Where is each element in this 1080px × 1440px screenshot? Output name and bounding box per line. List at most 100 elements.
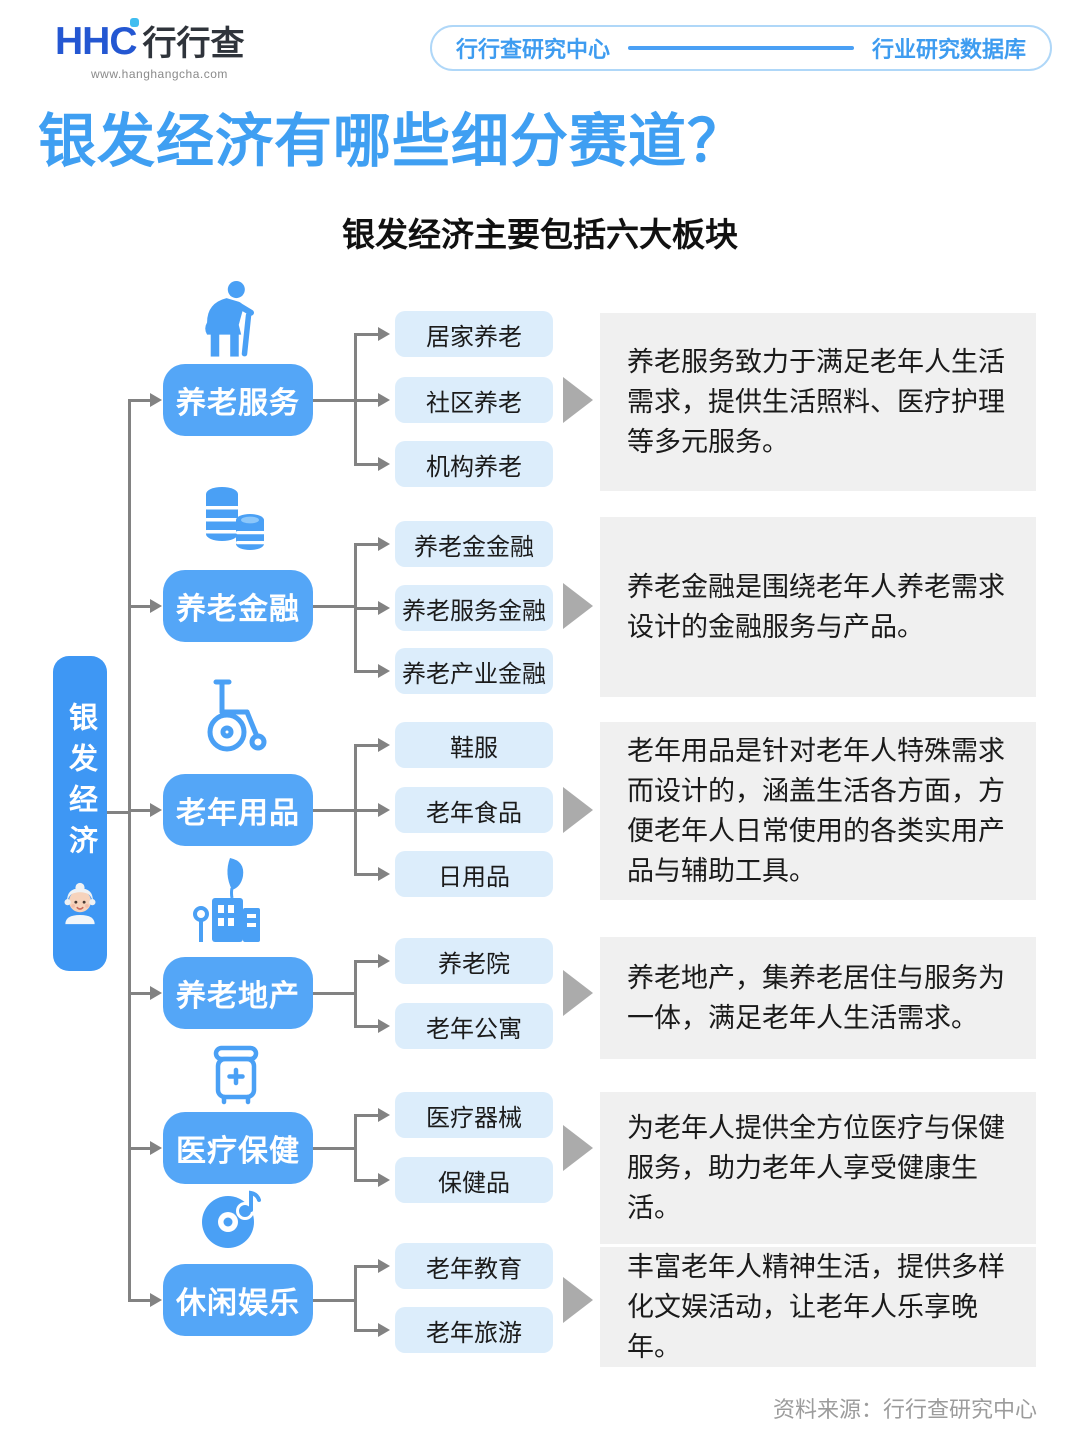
- flow-arrow-icon: [563, 1277, 593, 1323]
- flow-arrow-icon: [563, 1125, 593, 1171]
- arrow-head-icon: [378, 1259, 390, 1273]
- connector-line: [354, 1179, 380, 1182]
- arrow-head-icon: [378, 738, 390, 752]
- branch-description: 养老金融是围绕老年人养老需求设计的金融服务与产品。: [600, 517, 1036, 697]
- flow-arrow-icon: [563, 583, 593, 629]
- connector-line: [128, 1147, 152, 1150]
- flow-arrow-icon: [563, 970, 593, 1016]
- branch-description: 丰富老年人精神生活，提供多样化文娱活动，让老年人乐享晚年。: [600, 1247, 1036, 1367]
- connector-line: [313, 992, 355, 995]
- branch-item: 养老金金融: [395, 521, 553, 567]
- arrow-head-icon: [378, 457, 390, 471]
- branch-description: 养老地产，集养老居住与服务为一体，满足老年人生活需求。: [600, 937, 1036, 1059]
- branch-node-4: 养老地产: [163, 957, 313, 1029]
- connector-line: [313, 399, 355, 402]
- branch-description: 老年用品是针对老年人特殊需求而设计的，涵盖生活各方面，方便老年人日常使用的各类实…: [600, 722, 1036, 900]
- arrow-head-icon: [150, 803, 162, 817]
- branch-item: 医疗器械: [395, 1092, 553, 1138]
- flow-arrow-icon: [563, 787, 593, 833]
- connector-line: [313, 605, 355, 608]
- badge-right-label: 行业研究数据库: [871, 37, 1026, 62]
- badge-divider: [628, 46, 854, 50]
- coins-icon: [205, 487, 265, 550]
- arrow-head-icon: [378, 1019, 390, 1033]
- connector-line: [354, 333, 380, 336]
- arrow-head-icon: [150, 986, 162, 1000]
- arrow-head-icon: [378, 664, 390, 678]
- connector-line: [128, 399, 152, 402]
- connector-line: [354, 1266, 357, 1330]
- arrow-head-icon: [150, 1141, 162, 1155]
- connector-line: [313, 1147, 355, 1150]
- medkit-icon: [213, 1045, 259, 1105]
- source-note: 资料来源：行行查研究中心: [772, 1397, 1037, 1422]
- connector-line: [128, 605, 152, 608]
- page-title: 银发经济有哪些细分赛道？: [38, 109, 747, 174]
- branch-item: 养老院: [395, 938, 553, 984]
- branch-item: 老年公寓: [395, 1003, 553, 1049]
- arrow-head-icon: [378, 803, 390, 817]
- branch-item: 机构养老: [395, 441, 553, 487]
- hhc-logo-text: HHC: [55, 18, 139, 63]
- branch-item: 居家养老: [395, 311, 553, 357]
- branch-item: 养老服务金融: [395, 585, 553, 631]
- arrow-head-icon: [378, 954, 390, 968]
- logo-dot-icon: [129, 18, 139, 27]
- connector-line: [107, 811, 128, 814]
- branch-node-1: 养老服务: [163, 364, 313, 436]
- branch-node-2: 养老金融: [163, 570, 313, 642]
- research-badge: 行行查研究中心 行业研究数据库: [430, 25, 1052, 71]
- root-label: 银发经济: [64, 701, 97, 866]
- elderly-person-icon: [205, 281, 254, 357]
- grandma-avatar-icon: [64, 882, 96, 924]
- branch-item: 社区养老: [395, 377, 553, 423]
- arrow-head-icon: [150, 393, 162, 407]
- connector-line: [354, 543, 380, 546]
- connector-line: [313, 809, 355, 812]
- arrow-head-icon: [378, 1173, 390, 1187]
- connector-line: [354, 1329, 380, 1332]
- connector-line: [354, 463, 380, 466]
- arrow-head-icon: [378, 1108, 390, 1122]
- flow-arrow-icon: [563, 377, 593, 423]
- connector-line: [354, 1265, 380, 1268]
- branch-item: 养老产业金融: [395, 648, 553, 694]
- connector-line: [128, 399, 131, 1301]
- logo-url-text: www.hanghangcha.com: [91, 67, 228, 81]
- branch-item: 老年旅游: [395, 1307, 553, 1353]
- arrow-head-icon: [378, 327, 390, 341]
- arrow-head-icon: [378, 393, 390, 407]
- branch-node-6: 休闲娱乐: [163, 1264, 313, 1336]
- music-disc-icon: [202, 1188, 263, 1248]
- branch-node-5: 医疗保健: [163, 1112, 313, 1184]
- branch-item: 老年教育: [395, 1243, 553, 1289]
- branch-item: 日用品: [395, 851, 553, 897]
- logo-brand-text: 行行查: [142, 25, 245, 63]
- branch-item: 鞋服: [395, 722, 553, 768]
- arrow-head-icon: [378, 1323, 390, 1337]
- arrow-head-icon: [378, 601, 390, 615]
- arrow-head-icon: [150, 1293, 162, 1307]
- branch-node-3: 老年用品: [163, 774, 313, 846]
- arrow-head-icon: [378, 867, 390, 881]
- connector-line: [128, 1299, 152, 1302]
- branch-item: 保健品: [395, 1157, 553, 1203]
- arrow-head-icon: [378, 537, 390, 551]
- connector-line: [354, 1025, 380, 1028]
- connector-line: [354, 399, 380, 402]
- branch-description: 为老年人提供全方位医疗与保健服务，助力老年人享受健康生活。: [600, 1092, 1036, 1244]
- building-icon: [193, 858, 260, 942]
- branch-description: 养老服务致力于满足老年人生活需求，提供生活照料、医疗护理等多元服务。: [600, 313, 1036, 491]
- connector-line: [354, 873, 380, 876]
- root-node: 银发经济: [53, 656, 107, 971]
- connector-line: [128, 809, 152, 812]
- connector-line: [313, 1299, 355, 1302]
- connector-line: [354, 1115, 357, 1180]
- connector-line: [354, 670, 380, 673]
- connector-line: [354, 744, 380, 747]
- arrow-head-icon: [150, 599, 162, 613]
- header-logo: HHC 行行查 www.hanghangcha.com: [55, 18, 245, 81]
- wheelchair-icon: [207, 679, 267, 752]
- connector-line: [354, 607, 380, 610]
